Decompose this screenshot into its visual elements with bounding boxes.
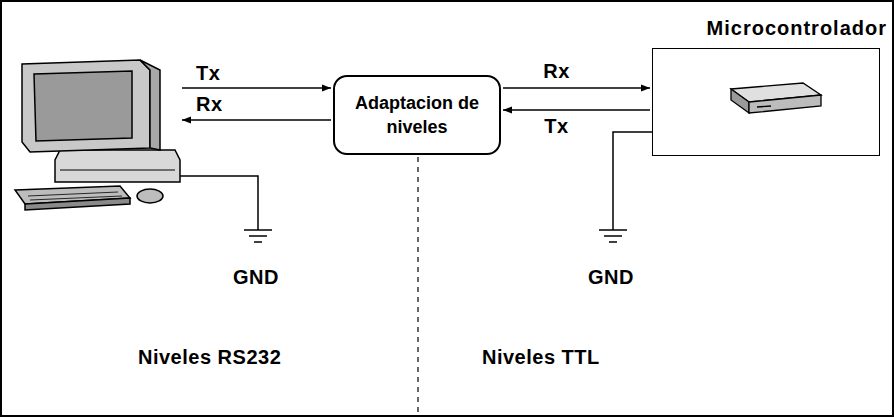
- process-box: Adaptacion de niveles: [333, 75, 501, 155]
- computer-icon: [15, 60, 180, 210]
- device-heading: Microcontrolador: [707, 17, 887, 40]
- tx-wire: [182, 87, 331, 89]
- level-label: Niveles TTL: [482, 346, 600, 369]
- signal-name: Tx: [544, 115, 568, 138]
- signal-arrow: [503, 87, 650, 89]
- microcontroller-icon: [653, 49, 881, 157]
- level-divider: [417, 157, 418, 416]
- signal-name: Tx: [196, 62, 220, 85]
- device-box: Microcontrolador: [652, 48, 880, 156]
- ground-label: GND: [233, 266, 279, 289]
- ground-label: GND: [588, 266, 634, 289]
- box-label: Adaptacion de niveles: [351, 91, 483, 140]
- rx-wire: [182, 119, 331, 121]
- signal-name: Rx: [543, 60, 570, 83]
- level-label: Niveles RS232: [138, 346, 281, 369]
- signal-arrow: [503, 109, 650, 111]
- signal-name: Rx: [196, 93, 223, 116]
